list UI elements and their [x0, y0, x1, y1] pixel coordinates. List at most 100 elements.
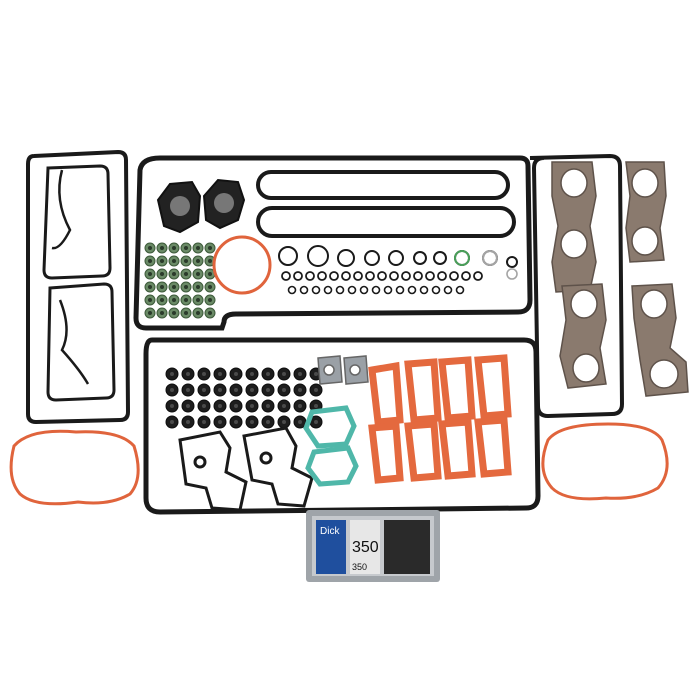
o-ring-small [323, 285, 333, 295]
grommet-hole [298, 388, 302, 392]
o-ring-small [389, 271, 399, 281]
o-ring-small [383, 285, 393, 295]
timing-case-gaskets [178, 426, 314, 512]
product-code-label-small: 350 [352, 562, 367, 572]
valve-stem-seal-core [208, 259, 212, 263]
grommet-hole [266, 388, 270, 392]
valve-stem-seal-core [184, 298, 188, 302]
grommet-hole [202, 420, 206, 424]
valve-stem-seal-core [172, 246, 176, 250]
valve-stem-seal-core [184, 311, 188, 315]
exhaust-manifold-gaskets [551, 161, 689, 397]
o-ring-small [425, 271, 435, 281]
o-ring-small [395, 285, 405, 295]
valve-stem-seal-core [160, 285, 164, 289]
valve-stem-seal-core [184, 259, 188, 263]
o-ring-green [454, 250, 470, 266]
grommet-hole [170, 388, 174, 392]
grommet-hole [186, 420, 190, 424]
o-ring [337, 249, 355, 267]
grommet-hole [170, 420, 174, 424]
valve-stem-seal-core [196, 298, 200, 302]
valve-stem-seal-core [208, 272, 212, 276]
o-ring-small [365, 271, 375, 281]
grommet-hole [266, 404, 270, 408]
o-ring-grey [482, 250, 498, 266]
grommet-hole [266, 420, 270, 424]
valve-stem-seal-core [148, 298, 152, 302]
valve-stem-seal-core [184, 246, 188, 250]
o-ring-small [329, 271, 339, 281]
o-ring [413, 251, 427, 265]
o-ring-small [347, 285, 357, 295]
grommet-hole [314, 420, 318, 424]
valve-stem-seal-core [196, 259, 200, 263]
teal-gaskets [303, 405, 359, 487]
o-ring [433, 251, 447, 265]
o-ring [388, 250, 404, 266]
o-ring-set [278, 245, 518, 295]
cam-seal-blocks [156, 178, 246, 234]
grommet-hole [202, 404, 206, 408]
o-ring-small [305, 271, 315, 281]
o-ring-small [431, 285, 441, 295]
grommet-hole [234, 420, 238, 424]
grommet-hole [282, 372, 286, 376]
valve-stem-seal-core [208, 311, 212, 315]
valve-stem-seal-core [184, 272, 188, 276]
grommet-hole [250, 420, 254, 424]
o-ring-small [473, 271, 483, 281]
upper-cover-gasket [133, 155, 533, 331]
o-ring-small [413, 271, 423, 281]
valve-stem-seal-core [172, 298, 176, 302]
valve-stem-seal-core [172, 272, 176, 276]
grommet-hole [186, 372, 190, 376]
o-ring-small [299, 285, 309, 295]
valve-stem-seal-core [208, 246, 212, 250]
grommet-hole [314, 372, 318, 376]
rubber-grommets [165, 367, 323, 429]
valve-stem-seal-core [172, 259, 176, 263]
o-ring-small [287, 285, 297, 295]
small-metal-gaskets [317, 355, 369, 385]
valve-stem-seal-core [148, 246, 152, 250]
grommet-hole [234, 404, 238, 408]
o-ring-small [443, 285, 453, 295]
grommet-hole [250, 372, 254, 376]
o-ring [506, 256, 518, 268]
o-ring-small [449, 271, 459, 281]
o-ring-small [317, 271, 327, 281]
o-ring-grey [506, 268, 518, 280]
lower-cover-gasket [143, 337, 541, 515]
grommet-hole [186, 404, 190, 408]
o-ring-small [335, 285, 345, 295]
grommet-hole [282, 388, 286, 392]
sealant-tube-package: Dick 350 350 [306, 510, 440, 582]
valve-stem-seals [144, 242, 216, 319]
grommet-hole [298, 420, 302, 424]
grommet-hole [218, 404, 222, 408]
o-ring-small [407, 285, 417, 295]
grommet-hole [234, 372, 238, 376]
o-ring-small [353, 271, 363, 281]
intake-manifold-gaskets [368, 354, 512, 484]
valve-stem-seal-core [160, 311, 164, 315]
o-ring [364, 250, 380, 266]
grommet-hole [282, 420, 286, 424]
valve-stem-seal-core [160, 259, 164, 263]
valve-stem-seal-core [148, 272, 152, 276]
grommet-hole [298, 404, 302, 408]
long-bar-gaskets [256, 170, 516, 238]
grommet-hole [282, 404, 286, 408]
valve-stem-seal-core [148, 259, 152, 263]
grommet-hole [250, 404, 254, 408]
grommet-hole [218, 388, 222, 392]
valve-stem-seal-core [148, 285, 152, 289]
round-orange-seal [212, 235, 272, 295]
valve-stem-seal-core [148, 311, 152, 315]
grommet-hole [266, 372, 270, 376]
grommet-hole [298, 372, 302, 376]
o-ring [278, 246, 298, 266]
o-ring-small [371, 285, 381, 295]
